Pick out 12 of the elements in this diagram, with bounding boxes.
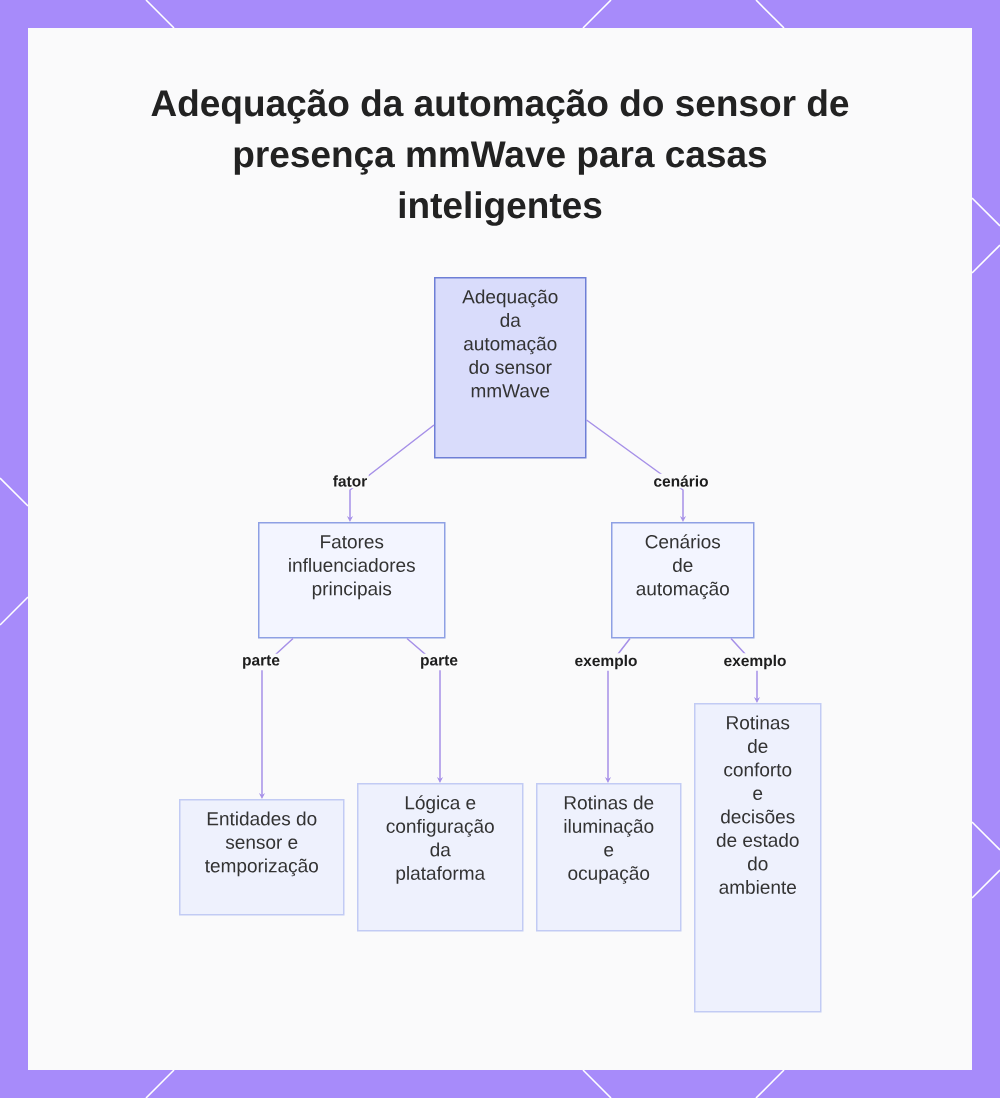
leaf-box: Rotinas de iluminação e ocupação [536, 783, 682, 932]
leaf-box: Entidades do sensor e temporização [179, 799, 345, 916]
arrow [406, 637, 444, 783]
branch-box: Fatores influenciadores principais [258, 522, 446, 639]
title: Adequação da automação do sensor de presença mmWave para casas inteligentes [151, 89, 849, 226]
arrow [585, 419, 687, 522]
branch-box: Cenários de automação [611, 522, 755, 639]
edge-label: exemplo [722, 653, 788, 671]
root-box: Adequação da automação do sensor mmWave [434, 277, 587, 459]
edge-label: exemplo [573, 653, 639, 671]
leaf-box: Lógica e configuração da plataforma [357, 783, 524, 932]
leaf-box: Rotinas de conforto e decisões de estado do ambiente [694, 703, 822, 1013]
